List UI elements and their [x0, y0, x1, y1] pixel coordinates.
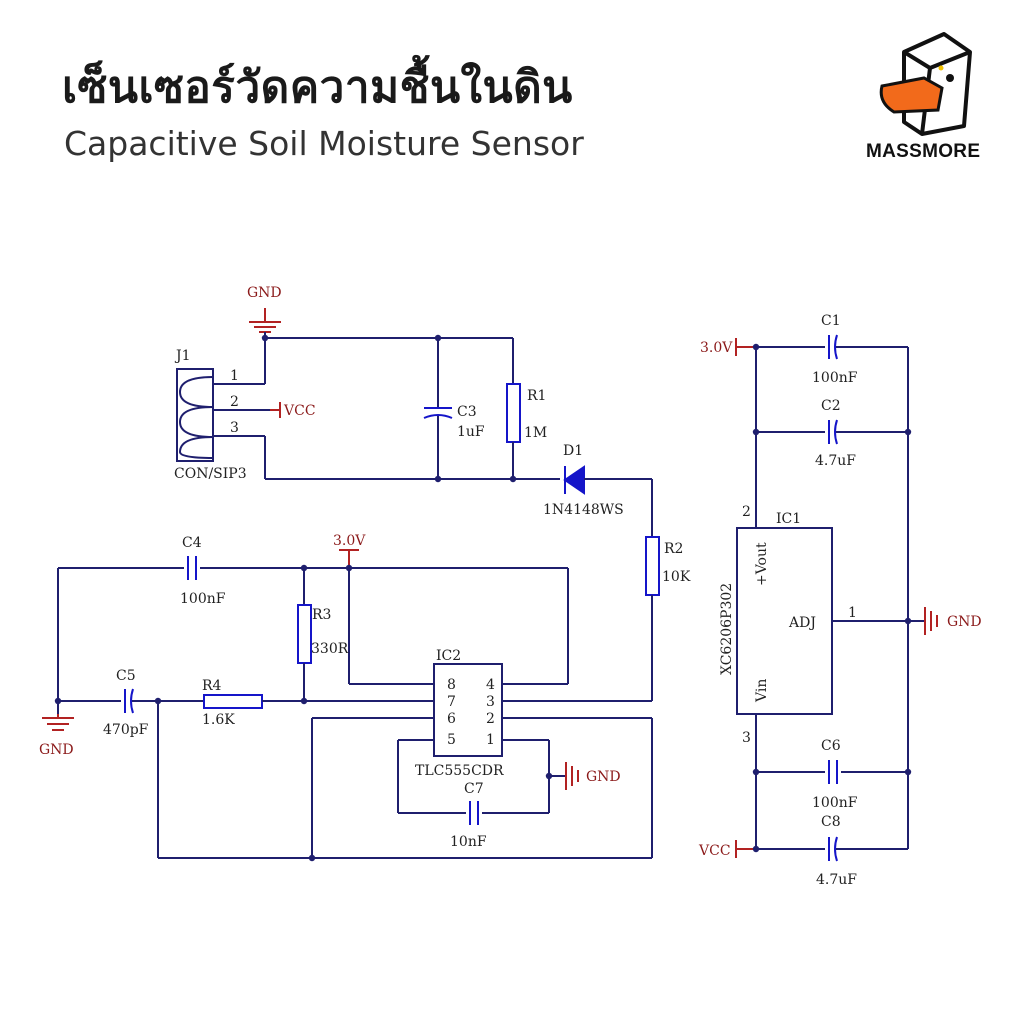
c6-value: 100nF: [812, 795, 858, 811]
ic2-pin-5: 5: [447, 732, 456, 748]
r3-ref: R3: [312, 607, 331, 623]
ic2-pin-1: 1: [486, 732, 495, 748]
gnd-ic2-label: GND: [586, 769, 621, 785]
vcc-right-label: VCC: [698, 843, 731, 859]
ic1-pin3-label: 3: [742, 730, 751, 746]
j1-pin3: 3: [230, 420, 239, 436]
v3-right-label: 3.0V: [700, 340, 733, 356]
c3-capacitor: [423, 407, 453, 419]
r1-value: 1M: [524, 425, 547, 441]
c5-value: 470pF: [103, 722, 149, 738]
r4-value: 1.6K: [202, 712, 235, 728]
c6-ref: C6: [821, 738, 841, 754]
c3-value: 1uF: [457, 424, 485, 440]
d1-value: 1N4148WS: [543, 502, 624, 518]
c5-capacitor: [124, 688, 134, 714]
r4-resistor: [203, 694, 263, 709]
logo-text: MASSMORE: [866, 141, 981, 162]
j1-connector: [176, 368, 214, 462]
ic2-pin-8: 8: [447, 677, 456, 693]
c1-capacitor: [828, 334, 838, 360]
c7-value: 10nF: [450, 834, 487, 850]
r3-value: 330R: [311, 641, 349, 657]
ic2-ref: IC2: [436, 648, 461, 664]
ic2-chip: [433, 663, 503, 757]
ic1-pin2-label: 2: [742, 504, 751, 520]
r2-value: 10K: [662, 569, 691, 585]
r3-resistor: [297, 604, 312, 664]
c2-value: 4.7uF: [815, 453, 856, 469]
r2-ref: R2: [664, 541, 683, 557]
page-title: เซ็นเซอร์วัดความชื้นในดิน: [62, 62, 573, 113]
r4-ref: R4: [202, 678, 222, 694]
v3-mid-label: 3.0V: [333, 533, 366, 549]
vcc-j1-label: VCC: [283, 403, 316, 419]
c6-capacitor: [828, 760, 838, 784]
ic1-pin-vin: Vin: [754, 679, 770, 703]
ic1-pin-adj: ADJ: [788, 615, 816, 631]
gnd-ic2-symbol: [565, 762, 579, 790]
c3-ref: C3: [457, 404, 477, 420]
c1-value: 100nF: [812, 370, 858, 386]
c2-ref: C2: [821, 398, 841, 414]
ic1-chip: [736, 527, 833, 715]
c2-capacitor: [828, 419, 838, 445]
r1-ref: R1: [527, 388, 546, 404]
gnd-left-symbol: [42, 714, 74, 731]
gnd-left-label: GND: [39, 742, 74, 758]
page-subtitle: Capacitive Soil Moisture Sensor: [64, 124, 584, 163]
c7-capacitor: [469, 801, 479, 825]
gnd-top-symbol: [249, 308, 281, 333]
ic2-pin-3: 3: [486, 694, 495, 710]
ic1-pin1-label: 1: [848, 605, 857, 621]
c7-ref: C7: [464, 781, 484, 797]
gnd-ic1-symbol: [924, 607, 938, 635]
j1-pin2: 2: [230, 394, 239, 410]
j1-pin1: 1: [230, 368, 239, 384]
c4-ref: C4: [182, 535, 202, 551]
c4-capacitor: [187, 556, 197, 580]
ic2-part: TLC555CDR: [415, 763, 504, 779]
ic2-pin-7: 7: [447, 694, 456, 710]
massmore-logo: [879, 32, 972, 136]
c5-ref: C5: [116, 668, 136, 684]
ic2-pin-2: 2: [486, 711, 495, 727]
j1-ref: J1: [174, 348, 191, 364]
c1-ref: C1: [821, 313, 841, 329]
d1-diode: [563, 465, 585, 495]
ic2-pin-4: 4: [486, 677, 495, 693]
ic2-pin-6: 6: [447, 711, 456, 727]
j1-type: CON/SIP3: [174, 466, 247, 482]
ic1-part: XC6206P302: [719, 583, 735, 675]
c8-capacitor: [828, 836, 838, 862]
c8-ref: C8: [821, 814, 841, 830]
d1-ref: D1: [563, 443, 583, 459]
gnd-top-label: GND: [247, 285, 282, 301]
ic1-ref: IC1: [776, 511, 801, 527]
c4-value: 100nF: [180, 591, 226, 607]
r2-resistor: [645, 536, 660, 596]
gnd-ic1-label: GND: [947, 614, 982, 630]
ic1-pin-vout: +Vout: [754, 542, 770, 586]
r1-resistor: [506, 383, 521, 443]
c8-value: 4.7uF: [816, 872, 857, 888]
